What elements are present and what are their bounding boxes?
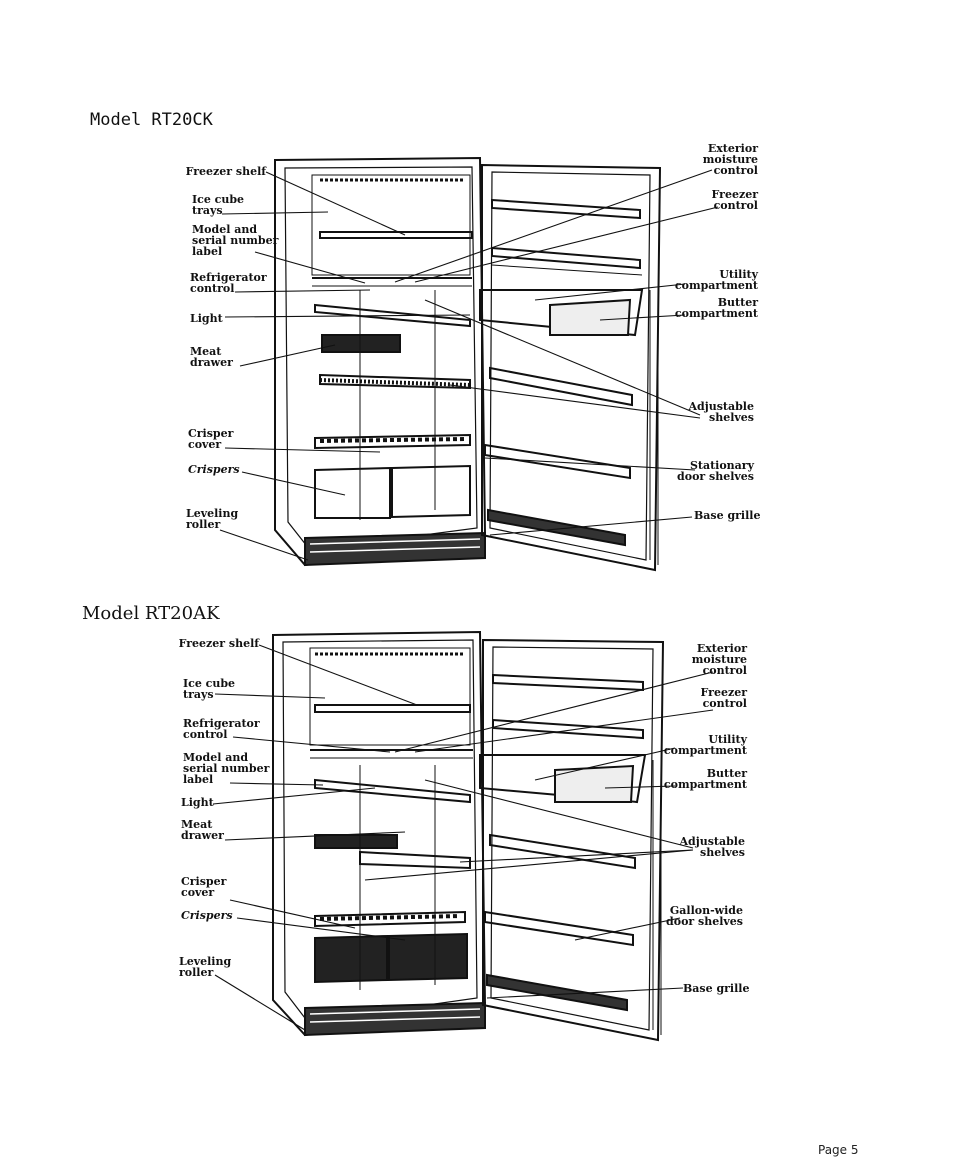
label-gallon-wide-door-shelves: Gallon-wide door shelves	[666, 904, 743, 928]
leader-lines	[219, 169, 719, 561]
model-rt20ak-title: Model RT20AK	[82, 603, 220, 624]
label-model-serial: Model and serial number label	[192, 223, 279, 258]
label-freezer-shelf: Freezer shelf	[178, 637, 259, 650]
label-utility-compartment: Utility compartment	[674, 268, 758, 292]
label-freezer-control: Freezer control	[711, 188, 758, 212]
label-ice-cube-trays: Ice cube trays	[192, 193, 245, 217]
label-base-grille: Base grille	[683, 982, 750, 995]
refrigerator-diagram-rt20ck: Freezer shelf Ice cube trays Model and s…	[180, 140, 780, 580]
door	[479, 163, 662, 572]
label-crispers: Crispers	[181, 909, 233, 922]
label-utility-compartment: Utility compartment	[663, 733, 747, 757]
label-adjustable-shelves: Adjustable shelves	[688, 400, 754, 424]
label-leveling-roller: Leveling roller	[179, 955, 232, 979]
label-butter-compartment: Butter compartment	[674, 296, 758, 320]
label-meat-drawer: Meat drawer	[181, 818, 224, 842]
cabinet-body	[274, 156, 487, 567]
label-light: Light	[190, 312, 223, 325]
model-rt20ck-title: Model RT20CK	[90, 110, 213, 130]
label-crisper-cover: Crisper cover	[188, 427, 234, 451]
label-exterior-moisture-control: Exterior moisture control	[702, 142, 758, 177]
label-freezer-control: Freezer control	[700, 686, 747, 710]
label-model-serial: Model and serial number label	[183, 751, 270, 786]
label-freezer-shelf: Freezer shelf	[185, 165, 266, 178]
leader-lines	[212, 644, 714, 1031]
label-exterior-moisture-control: Exterior moisture control	[691, 642, 747, 677]
label-base-grille: Base grille	[694, 509, 761, 522]
cabinet-body	[272, 630, 487, 1037]
label-refrigerator-control: Refrigerator control	[190, 271, 267, 295]
label-butter-compartment: Butter compartment	[663, 767, 747, 791]
label-refrigerator-control: Refrigerator control	[183, 717, 260, 741]
page-number: Page 5	[818, 1143, 859, 1157]
refrigerator-diagram-rt20ak: Freezer shelf Ice cube trays Refrigerato…	[175, 620, 775, 1050]
label-light: Light	[181, 796, 214, 809]
label-stationary-door-shelves: Stationary door shelves	[677, 459, 754, 483]
label-crispers: Crispers	[188, 463, 240, 476]
label-leveling-roller: Leveling roller	[186, 507, 239, 531]
label-ice-cube-trays: Ice cube trays	[183, 677, 236, 701]
label-adjustable-shelves: Adjustable shelves	[679, 835, 745, 859]
label-crisper-cover: Crisper cover	[181, 875, 227, 899]
label-meat-drawer: Meat drawer	[190, 345, 233, 369]
door	[479, 638, 665, 1042]
